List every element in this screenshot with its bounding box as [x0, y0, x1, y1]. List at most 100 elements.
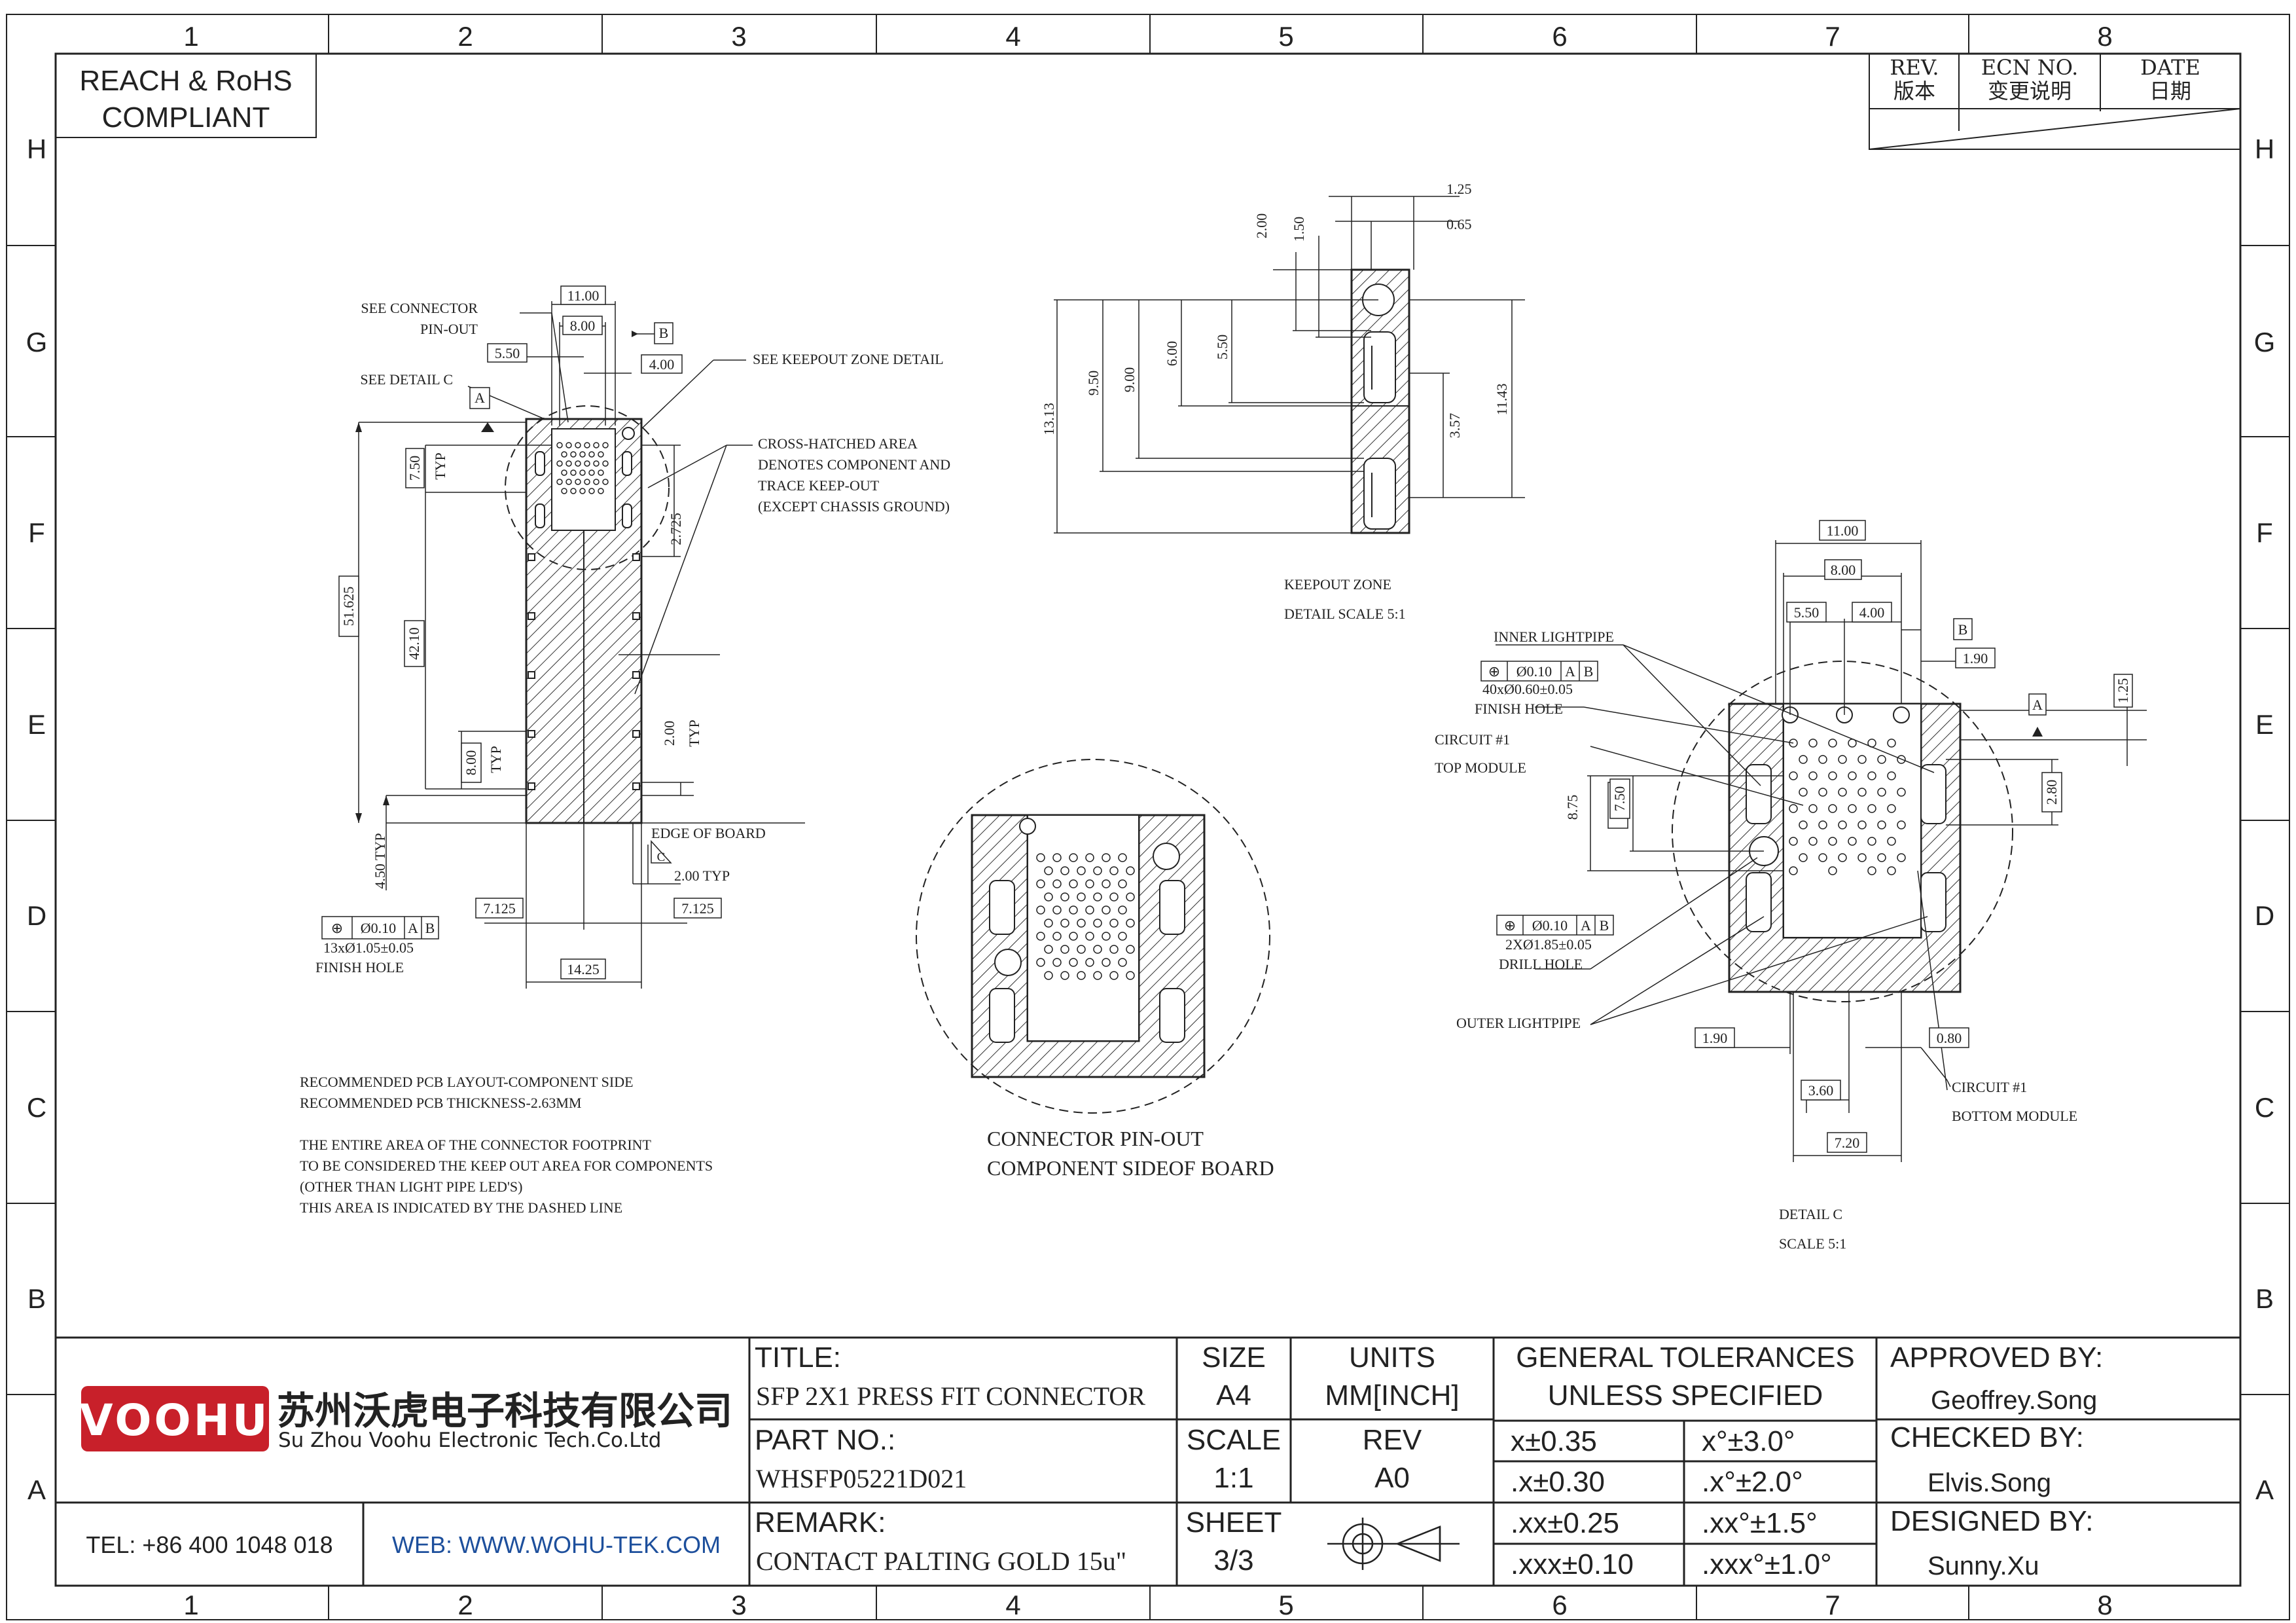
note-line: RECOMMENDED PCB THICKNESS-2.63MM	[300, 1095, 581, 1111]
detail-dim-2-80: 2.80	[2043, 780, 2060, 805]
detail-dim-7-20: 7.20	[1835, 1135, 1860, 1151]
zone-row-label: E	[2255, 709, 2274, 740]
detail-dim-1-90b: 1.90	[1702, 1030, 1728, 1046]
pcb-notes: RECOMMENDED PCB LAYOUT-COMPONENT SIDE RE…	[300, 1074, 713, 1216]
projection-symbol-icon	[1327, 1518, 1460, 1570]
part-no-label: PART NO.:	[755, 1424, 895, 1456]
callout-see-connector-2: PIN-OUT	[420, 321, 478, 337]
date-header-cn: 日期	[2149, 79, 2191, 103]
zone-col-label: 2	[457, 21, 473, 52]
zone-row-label: C	[27, 1092, 46, 1123]
keepout-zone-detail: 1.25 0.65 2.00 1.50 13.13 9.50 9.00 6.00…	[1041, 181, 1525, 622]
detail-dim-1-25: 1.25	[2115, 678, 2131, 704]
keepout-dim-6-00: 6.00	[1164, 341, 1180, 367]
fcf-tolerance: Ø0.10	[361, 920, 396, 936]
detail-fcf-datum-a: A	[1565, 663, 1575, 680]
dim-4-50-typ: 4.50 TYP	[372, 833, 388, 888]
keepout-dim-5-50: 5.50	[1214, 335, 1230, 360]
detail-fcf2-tolerance: Ø0.10	[1532, 917, 1568, 934]
tolerance-cell: .x±0.30	[1511, 1466, 1605, 1498]
keepout-dim-1-50: 1.50	[1291, 217, 1307, 242]
rev-header: REV.	[1890, 55, 1939, 80]
detail-c-scale: SCALE 5:1	[1779, 1235, 1846, 1252]
dim-typ: TYP	[432, 452, 448, 480]
title-value: SFP 2X1 PRESS FIT CONNECTOR	[756, 1381, 1145, 1411]
detail-fcf2-note: 2XØ1.85±0.05	[1505, 936, 1592, 953]
callout-see-keepout: SEE KEEPOUT ZONE DETAIL	[753, 351, 944, 367]
keepout-title: KEEPOUT ZONE	[1284, 576, 1391, 593]
zone-col-label: 1	[183, 21, 198, 52]
dim-typ: TYP	[488, 746, 504, 773]
remark-label: REMARK:	[755, 1506, 886, 1539]
detail-dim-3-60: 3.60	[1808, 1082, 1834, 1099]
detail-fcf-tolerance: Ø0.10	[1516, 663, 1552, 680]
note-line: THIS AREA IS INDICATED BY THE DASHED LIN…	[300, 1199, 622, 1216]
company-name-en: Su Zhou Voohu Electronic Tech.Co.Ltd	[278, 1429, 661, 1452]
sheet-value: 3/3	[1213, 1544, 1253, 1577]
zone-row-label: E	[27, 709, 46, 740]
size-value: A4	[1216, 1379, 1251, 1412]
detail-fcf-position-icon: ⊕	[1488, 663, 1500, 680]
zone-row-label: H	[2255, 134, 2274, 164]
tolerance-cell: .xxx°±1.0°	[1702, 1548, 1832, 1580]
zone-row-label: C	[2255, 1092, 2274, 1123]
designed-value: Sunny.Xu	[1928, 1552, 2039, 1580]
dim-typ: TYP	[686, 720, 702, 747]
fcf-datum-b: B	[425, 920, 435, 936]
callout-top-module: TOP MODULE	[1435, 759, 1526, 776]
zone-col-label: 8	[2097, 21, 2112, 52]
detail-dim-0-80: 0.80	[1937, 1030, 1962, 1046]
detail-dim-5-50: 5.50	[1794, 604, 1820, 621]
keepout-dim-11-43: 11.43	[1494, 384, 1510, 416]
title-label: TITLE:	[755, 1341, 841, 1374]
zone-col-label: 4	[1005, 21, 1020, 52]
dim-2-00-typ: 2.00 TYP	[674, 867, 730, 884]
tolerance-cell: .xxx±0.10	[1511, 1548, 1634, 1580]
detail-fcf-note: 40xØ0.60±0.05	[1482, 681, 1573, 697]
scale-value: 1:1	[1213, 1462, 1253, 1494]
dim-7-125-left: 7.125	[483, 900, 516, 917]
keepout-dim-9-50: 9.50	[1085, 371, 1102, 396]
zone-row-label: H	[27, 134, 46, 164]
zone-row-label: F	[28, 517, 45, 548]
tolerance-cell: .x°±2.0°	[1702, 1466, 1803, 1498]
units-label: UNITS	[1349, 1341, 1435, 1374]
checked-label: CHECKED BY:	[1890, 1421, 2084, 1453]
callout-inner-lightpipe: INNER LIGHTPIPE	[1494, 629, 1614, 645]
compliance-box: REACH & RoHS COMPLIANT	[55, 53, 317, 138]
zone-row-label: B	[2255, 1283, 2274, 1314]
datum-b-label: B	[659, 325, 669, 341]
rev-header-cn: 版本	[1893, 79, 1935, 103]
zone-col-label: 6	[1552, 21, 1567, 52]
tolerance-sub: UNLESS SPECIFIED	[1548, 1379, 1823, 1412]
note-line: THE ENTIRE AREA OF THE CONNECTOR FOOTPRI…	[300, 1137, 652, 1153]
dim-2-00: 2.00	[661, 721, 677, 746]
keepout-scale: DETAIL SCALE 5:1	[1284, 606, 1406, 622]
callout-edge-of-board: EDGE OF BOARD	[651, 825, 766, 841]
zone-row-label: F	[2256, 517, 2273, 548]
rev-label: REV	[1363, 1424, 1422, 1456]
pcb-fcf	[321, 916, 439, 939]
zone-row-label: B	[27, 1283, 46, 1314]
pcb-layout-view: A B C 11.00 8.00 5.50 4.00 7.50 TYP 2.72…	[300, 285, 950, 1216]
remark-value: CONTACT PALTING GOLD 15u"	[756, 1546, 1126, 1576]
detail-dim-8-75: 8.75	[1564, 795, 1581, 820]
logo-text: VOOHU	[80, 1395, 270, 1446]
callout-finish-hole: FINISH HOLE	[1475, 701, 1563, 717]
zone-col-label: 4	[1005, 1590, 1020, 1620]
detail-dim-7-50: 7.50	[1611, 786, 1628, 812]
dim-7-50: 7.50	[406, 456, 423, 481]
pinout-subtitle: COMPONENT SIDEOF BOARD	[987, 1156, 1274, 1180]
compliance-line2: COMPLIANT	[102, 101, 270, 134]
note-line: TO BE CONSIDERED THE KEEP OUT AREA FOR C…	[300, 1158, 713, 1174]
units-value: MM[INCH]	[1325, 1379, 1459, 1412]
callout-see-connector: SEE CONNECTOR	[361, 300, 478, 316]
fcf-position-icon: ⊕	[331, 920, 343, 936]
detail-c-view: 11.00 8.00 5.50 4.00 B 1.90 1.25 A 2.80 …	[1435, 520, 2147, 1252]
callout-cross-hatched-1: CROSS-HATCHED AREA	[758, 435, 918, 452]
callout-drill-hole: DRILL HOLE	[1499, 956, 1583, 972]
rev-value: A0	[1374, 1462, 1410, 1494]
size-label: SIZE	[1202, 1341, 1266, 1374]
date-header: DATE	[2140, 55, 2200, 80]
dim-5-50: 5.50	[495, 345, 520, 361]
